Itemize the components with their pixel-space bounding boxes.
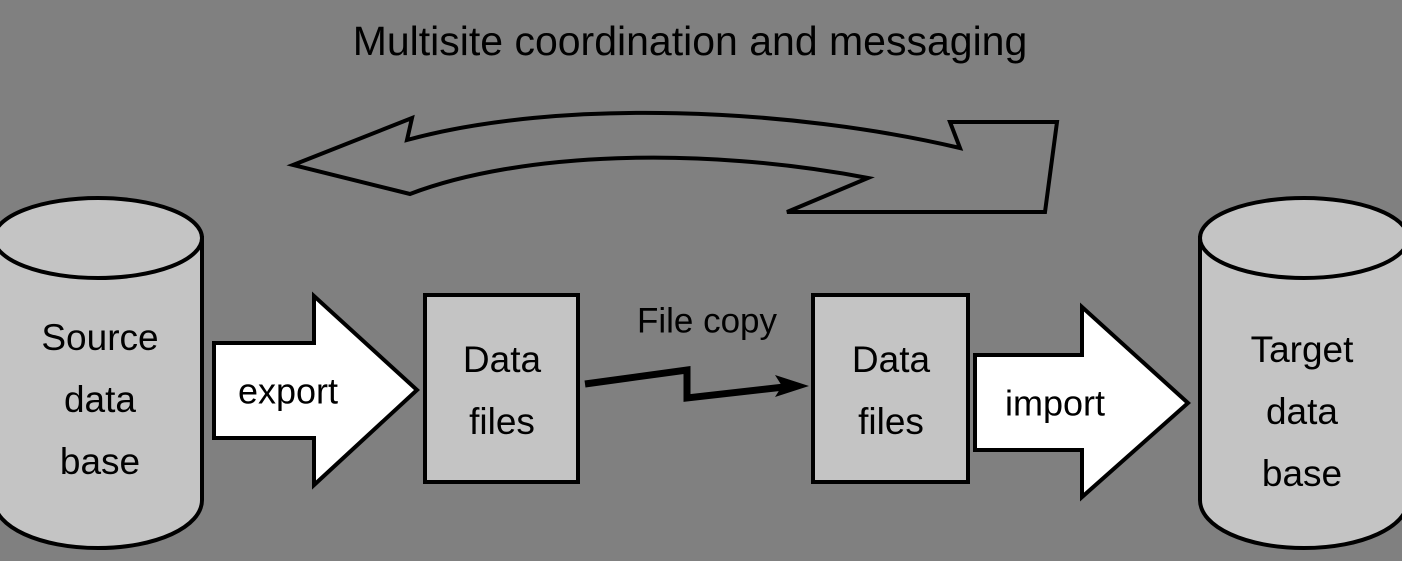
data-files-source-label-line-1: Data	[463, 339, 542, 380]
diagram-title: Multisite coordination and messaging	[353, 18, 1028, 64]
import-arrow-label: import	[1005, 383, 1105, 424]
target-database-node: Target data base	[1198, 196, 1402, 551]
data-files-source-node: Data files	[423, 293, 580, 484]
data-files-target-label-line-1: Data	[852, 339, 931, 380]
source-database-label-line-3: base	[60, 441, 140, 482]
coordination-arrow	[286, 110, 1060, 214]
data-files-target-label-line-2: files	[858, 401, 924, 442]
source-database-label-line-1: Source	[41, 317, 158, 358]
target-database-label-line-1: Target	[1251, 329, 1355, 370]
file-copy-arrow: File copy	[584, 301, 809, 402]
source-database-label-line-2: data	[64, 379, 136, 420]
file-copy-arrow-label: File copy	[637, 301, 778, 340]
import-arrow: import	[973, 302, 1191, 502]
export-arrow-label: export	[238, 371, 338, 412]
file-copy-arrowhead	[775, 375, 809, 397]
target-database-label-line-2: data	[1266, 391, 1338, 432]
target-database-label-line-3: base	[1262, 453, 1342, 494]
export-arrow: export	[212, 291, 420, 490]
source-database-top-ellipse	[0, 196, 204, 280]
target-database-top-ellipse	[1198, 196, 1402, 280]
data-files-source-label-line-2: files	[469, 401, 535, 442]
data-files-target-node: Data files	[811, 293, 970, 484]
source-database-node: Source data base	[0, 196, 204, 551]
